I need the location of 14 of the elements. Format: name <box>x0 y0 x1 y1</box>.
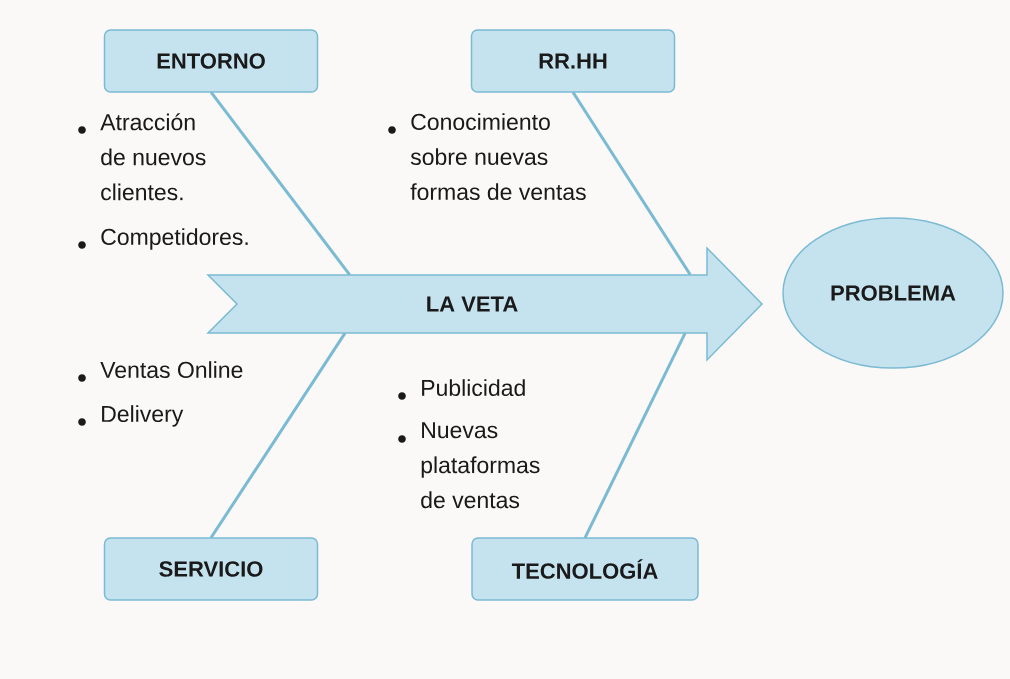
bullet-item: Delivery <box>78 405 184 427</box>
bullet-item: Atracción de nuevos clientes. <box>78 113 206 201</box>
bullet-item: Publicidad <box>398 379 525 400</box>
bone-line <box>209 91 351 276</box>
category-box: ENTORNO <box>103 29 319 93</box>
bone-line <box>571 91 692 276</box>
bullet-item: Ventas Online <box>78 361 243 382</box>
bullet-item: Nuevas plataformas de ventas <box>398 422 540 509</box>
category-box: TECNOLOGÍA <box>471 537 699 601</box>
bone-line <box>209 332 347 539</box>
bone-line <box>583 332 687 539</box>
bullet-item: Conocimiento sobre nuevas formas de ventas <box>388 113 586 201</box>
category-box: RR.HH <box>470 29 676 93</box>
category-box: SERVICIO <box>103 537 319 601</box>
